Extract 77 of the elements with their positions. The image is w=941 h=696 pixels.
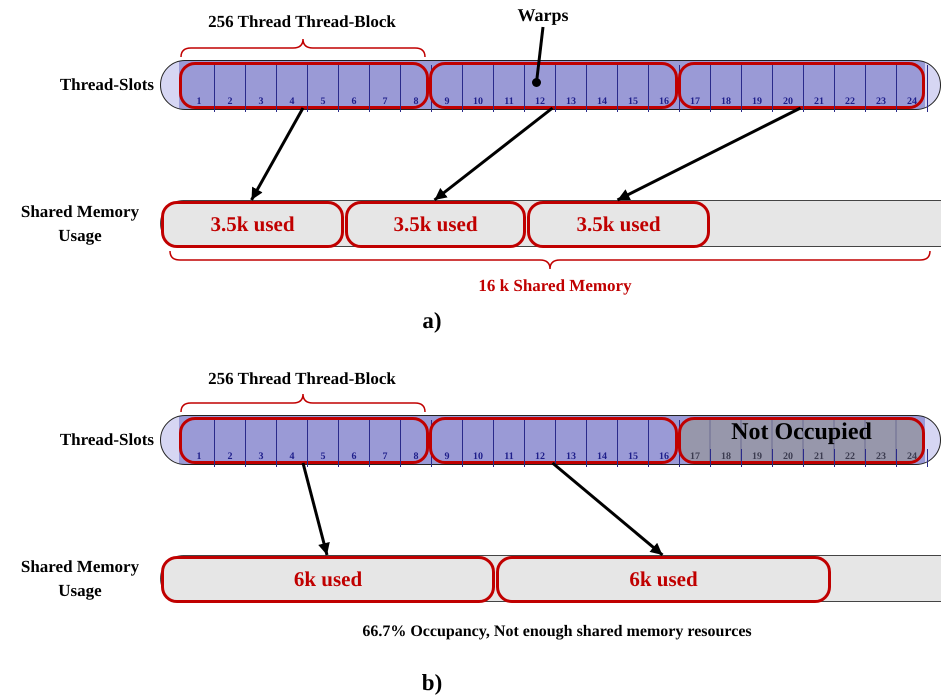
slot-number: 18	[720, 96, 732, 108]
thread-block	[179, 417, 429, 464]
memory-usage-box: 6k used	[496, 556, 831, 603]
thread-block	[678, 62, 925, 109]
slot-number: 22	[844, 96, 856, 108]
slot-number: 6	[350, 96, 358, 108]
slot-number: 9	[444, 451, 450, 463]
slot-number: 21	[813, 451, 825, 463]
block-label: Not Occupied	[730, 419, 873, 445]
slot-number: 7	[382, 451, 388, 463]
slot-number: 17	[689, 451, 701, 463]
arrow	[616, 106, 802, 202]
slot-number: 6	[350, 451, 358, 463]
slot-number: 8	[412, 96, 420, 108]
slot-number: 2	[226, 451, 234, 463]
arrow	[552, 462, 664, 556]
slot-number: 24	[906, 96, 918, 108]
callout-text: Warps	[510, 3, 576, 27]
slot-number: 21	[813, 96, 825, 108]
slot-number: 3	[258, 96, 264, 108]
slot-number: 16	[658, 451, 670, 463]
slot-number: 23	[875, 451, 887, 463]
slot-number: 5	[320, 96, 326, 108]
slot-number: 13	[565, 451, 577, 463]
slot-number: 7	[382, 96, 388, 108]
slot-number: 12	[534, 451, 546, 463]
leader-line	[532, 26, 544, 87]
thread-block	[429, 62, 678, 109]
slot-number: 23	[875, 96, 887, 108]
thread-block	[429, 417, 678, 464]
row-label: Shared Memory Usage	[20, 556, 140, 602]
slot-number: 3	[258, 451, 264, 463]
row-label: Shared Memory Usage	[20, 200, 140, 247]
slot-number: 8	[412, 451, 420, 463]
slot-number: 24	[906, 451, 918, 463]
slot-number: 15	[627, 96, 639, 108]
memory-usage-box: 3.5k used	[345, 201, 526, 248]
slot-number: 17	[689, 96, 701, 108]
slot-number: 4	[288, 451, 296, 463]
slot-number: 1	[196, 96, 202, 108]
slot-number: 10	[472, 96, 484, 108]
memory-usage-box: 3.5k used	[161, 201, 344, 248]
slot-number: 2	[226, 96, 234, 108]
memory-usage-box: 6k used	[161, 556, 495, 603]
slot-number: 13	[565, 96, 577, 108]
panel-label: b)	[422, 670, 442, 696]
slot-number: 20	[782, 96, 794, 108]
slot-number: 16	[658, 96, 670, 108]
slot-number: 15	[627, 451, 639, 463]
slot-number: 11	[503, 451, 515, 463]
slot-number: 5	[320, 451, 326, 463]
bracket-label: 16 k Shared Memory	[478, 276, 632, 296]
slot-number: 14	[596, 96, 608, 108]
bracket-label: 256 Thread Thread-Block	[208, 369, 396, 389]
arrow	[302, 462, 330, 556]
arrow	[250, 107, 304, 201]
slot-number: 12	[534, 96, 546, 108]
memory-usage-box: 3.5k used	[527, 201, 710, 248]
slot-number: 18	[720, 451, 732, 463]
slot-number: 22	[844, 451, 856, 463]
panel-label: a)	[422, 308, 442, 334]
slot-number: 4	[288, 96, 296, 108]
slot-number: 19	[751, 96, 763, 108]
slot-number: 10	[472, 451, 484, 463]
note-text: 66.7% Occupancy, Not enough shared memory resources	[362, 623, 752, 641]
slot-number: 19	[751, 451, 763, 463]
thread-block	[179, 62, 429, 109]
slot-number: 14	[596, 451, 608, 463]
row-label: Thread-Slots	[58, 429, 154, 451]
slot-number: 11	[503, 96, 515, 108]
slot-number: 9	[444, 96, 450, 108]
row-label: Thread-Slots	[58, 74, 154, 96]
unoccupied-block	[678, 417, 925, 464]
bracket-label: 256 Thread Thread-Block	[208, 12, 396, 32]
slot-number: 1	[196, 451, 202, 463]
arrow	[434, 106, 554, 202]
slot-number: 20	[782, 451, 794, 463]
